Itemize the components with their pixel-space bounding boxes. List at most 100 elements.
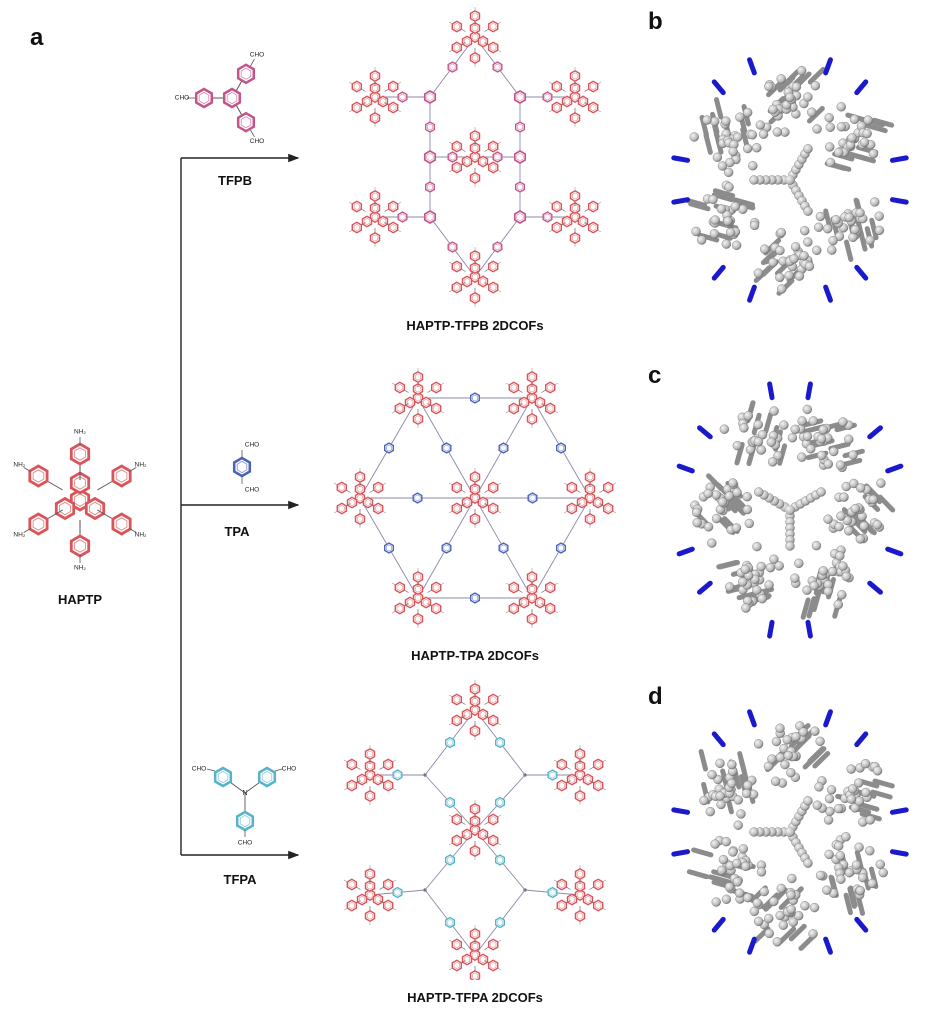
linker (531, 497, 591, 599)
carbon-atom (870, 197, 880, 207)
haptp-tfpb-cof-network (348, 7, 602, 307)
haptp-tfpa-cof-network (343, 680, 607, 980)
carbon-atom (815, 211, 826, 222)
linker-ring (492, 61, 503, 73)
carbon-atom (778, 920, 789, 930)
node-aryl-ring (469, 724, 481, 738)
carbon-atom (752, 143, 762, 153)
node-aryl-ring (587, 221, 599, 234)
linker (475, 492, 590, 504)
nitrogen-atom (747, 284, 757, 303)
node-aryl-ring (451, 260, 463, 273)
carbon-atom (758, 129, 769, 139)
haptp-node (505, 568, 559, 628)
node-core-ring (569, 90, 581, 104)
node-tail (448, 510, 453, 514)
carbon-atom (872, 519, 883, 530)
node-core-ring (534, 396, 546, 409)
carbon-atom (775, 245, 785, 256)
node-aryl-ring (382, 899, 394, 912)
haptp-node (448, 127, 502, 187)
carbon-atom (743, 411, 754, 421)
linker-ring (514, 181, 526, 193)
carbon-atom (721, 836, 731, 847)
node-core-ring (412, 391, 424, 405)
carbon-atom (717, 161, 728, 171)
node-core-ring (412, 582, 424, 596)
node-core-ring (369, 201, 381, 215)
carbon-atom (811, 540, 822, 551)
node-aryl-ring (551, 80, 563, 93)
node-aryl-ring (469, 171, 481, 185)
carbon-atom (797, 416, 807, 426)
node-aryl-ring (469, 470, 481, 484)
node-tail (497, 814, 502, 818)
node-aryl-ring (469, 682, 481, 696)
node-aryl-ring (469, 512, 481, 526)
linker-ring (555, 442, 567, 454)
carbon-atom (775, 910, 785, 921)
node-core-ring (404, 596, 416, 609)
node-aryl-ring (382, 779, 394, 792)
carbon-atom (855, 534, 866, 544)
node-tail (497, 939, 502, 943)
stacked-layer (717, 560, 740, 570)
linker (474, 216, 521, 278)
node-tail (333, 510, 338, 514)
nitrogen-atom (805, 619, 813, 639)
carbon-atom (743, 780, 753, 791)
nitrogen-atom (854, 731, 869, 748)
node-aryl-ring (336, 481, 348, 494)
nitrogen-atom (767, 381, 775, 401)
node-aryl-ring (592, 899, 604, 912)
node-aryl-ring (387, 80, 399, 93)
carbon-atom (752, 585, 762, 595)
linker-ring (424, 121, 436, 133)
central-ring (222, 87, 242, 109)
haptp-node (343, 865, 397, 925)
carbon-atom (733, 820, 743, 830)
carbon-atom (725, 227, 736, 238)
node-core-ring (469, 948, 481, 962)
linker-ring (492, 241, 503, 253)
node-aryl-ring (551, 200, 563, 213)
node-aryl-ring (587, 80, 599, 93)
carbon-atom (833, 599, 843, 610)
node-aryl-ring (569, 69, 581, 83)
stacked-layer (869, 217, 879, 241)
node-aryl-ring (487, 834, 499, 847)
node-tail (554, 582, 559, 586)
node-aryl-ring (351, 200, 363, 213)
carbon-atom (780, 759, 790, 770)
amine-bond (129, 528, 137, 533)
linker (429, 216, 476, 278)
carbon-atom (853, 778, 864, 788)
aryl-bond (45, 509, 63, 520)
carbon-atom (738, 577, 748, 587)
carbon-atom (754, 487, 764, 497)
carbon-atom (791, 731, 801, 742)
node-tail (348, 81, 353, 85)
carbon-atom (769, 554, 779, 564)
node-tail (597, 201, 602, 205)
carbon-atom (835, 460, 846, 470)
node-tail (392, 759, 397, 763)
carbon-atom (860, 758, 871, 769)
carbon-atom (876, 478, 886, 488)
node-aryl-ring (566, 481, 578, 494)
stacked-layer (847, 886, 857, 909)
carbon-atom (738, 844, 749, 854)
node-aryl-ring (556, 758, 568, 771)
linker-ring (555, 542, 567, 554)
node-tail (554, 610, 559, 614)
carbon-atom (753, 739, 764, 749)
carbon-atom (825, 157, 836, 168)
node-aryl-ring (369, 231, 381, 245)
nitrogen-atom (823, 284, 833, 303)
carbon-atom (748, 161, 758, 171)
linker (514, 157, 526, 217)
carbon-atom (756, 867, 767, 877)
carbon-atom (785, 827, 795, 837)
carbon-atom (835, 850, 846, 861)
node-tail (448, 289, 453, 293)
